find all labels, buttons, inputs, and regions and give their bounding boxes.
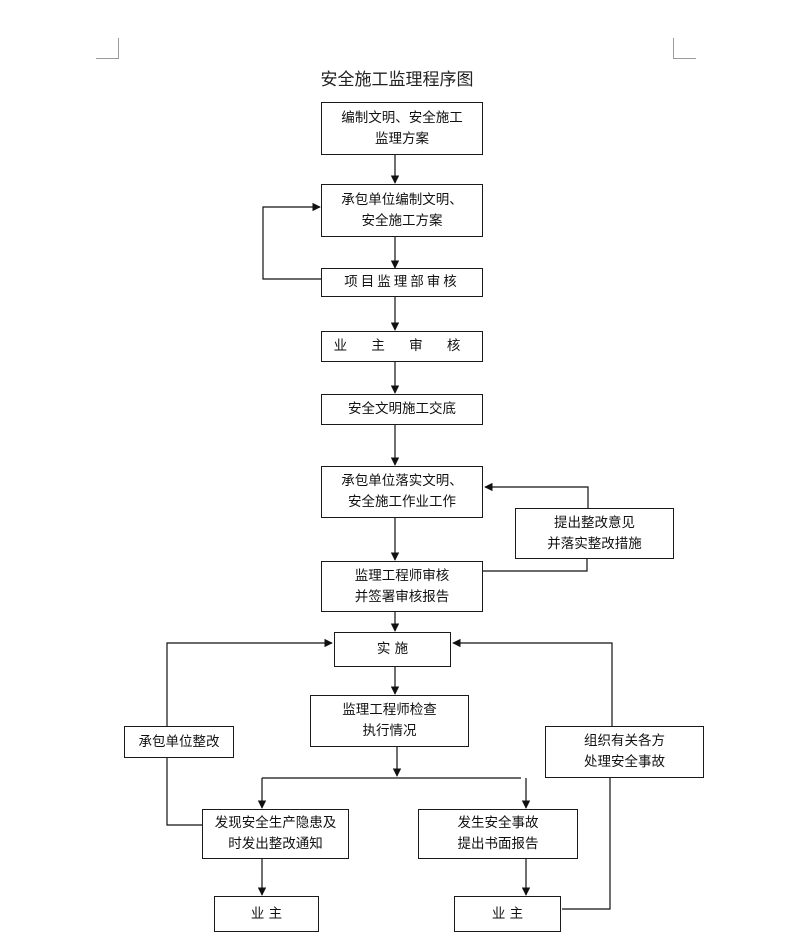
node-owner-review: 业 主 审 核 xyxy=(321,331,483,362)
loop-n16-to-n12 xyxy=(562,778,611,910)
node-handle-accident: 组织有关各方 处理安全事故 xyxy=(545,726,704,778)
node-contractor-implements: 承包单位落实文明、 安全施工作业工作 xyxy=(321,466,483,518)
loop-n3-to-n2 xyxy=(262,202,322,280)
loop-n11-to-n9 xyxy=(166,638,333,726)
node-engineer-inspection: 监理工程师检查 执行情况 xyxy=(310,695,469,747)
node-owner-left: 业 主 xyxy=(214,896,319,932)
node-owner-right: 业 主 xyxy=(454,896,561,932)
page-corner-mark-top-right xyxy=(673,38,696,59)
node-prepare-supervision-plan: 编制文明、安全施工 监理方案 xyxy=(321,102,483,155)
diagram-title: 安全施工监理程序图 xyxy=(320,70,474,90)
node-accident-report: 发生安全事故 提出书面报告 xyxy=(418,809,578,859)
loop-n7-to-n6 xyxy=(484,482,589,508)
node-supervision-dept-review: 项目监理部审核 xyxy=(321,268,483,297)
node-rectification-opinion: 提出整改意见 并落实整改措施 xyxy=(515,508,674,559)
node-safety-briefing: 安全文明施工交底 xyxy=(321,394,483,425)
node-implementation: 实 施 xyxy=(334,632,451,667)
loop-n12-to-n9 xyxy=(452,638,613,726)
page-corner-mark-top-left xyxy=(96,38,119,59)
loop-n13-to-n11 xyxy=(166,758,203,826)
node-contractor-rectification: 承包单位整改 xyxy=(124,726,234,758)
node-hazard-notice: 发现安全生产隐患及 时发出整改通知 xyxy=(202,809,349,859)
node-engineer-review-report: 监理工程师审核 并签署审核报告 xyxy=(321,561,483,612)
node-contractor-prepares-plan: 承包单位编制文明、 安全施工方案 xyxy=(321,184,483,237)
loop-n8-to-n7 xyxy=(483,559,588,572)
